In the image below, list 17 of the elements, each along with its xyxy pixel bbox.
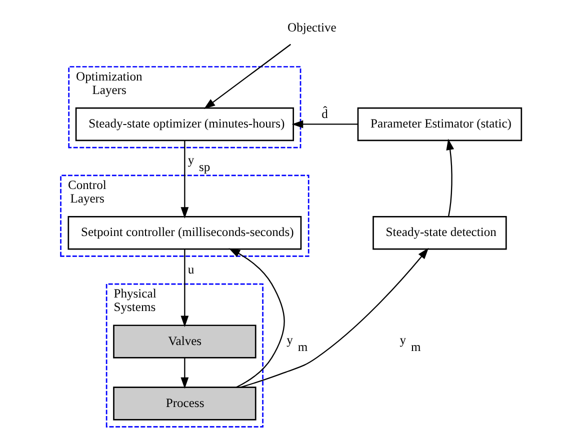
arrow	[180, 249, 188, 328]
node-box: Parameter Estimator (static)	[356, 107, 522, 142]
node-box: Process	[112, 386, 256, 420]
node-box: Steady-state optimizer (minutes-hours)	[74, 107, 294, 142]
arrow	[180, 358, 188, 389]
node-box: Valves	[112, 324, 256, 358]
edge-label: d̂	[321, 107, 328, 122]
arrow	[291, 120, 358, 128]
arrow	[180, 140, 188, 218]
node-box: Setpoint controller (milliseconds-seconds)	[67, 216, 302, 250]
arrow	[228, 248, 284, 388]
edge-label: u	[187, 262, 194, 276]
node-text: Objective	[287, 20, 336, 34]
arrow	[446, 138, 454, 217]
node-box: Steady-state detection	[372, 216, 506, 250]
arrow	[240, 248, 428, 388]
arrow	[203, 44, 291, 110]
